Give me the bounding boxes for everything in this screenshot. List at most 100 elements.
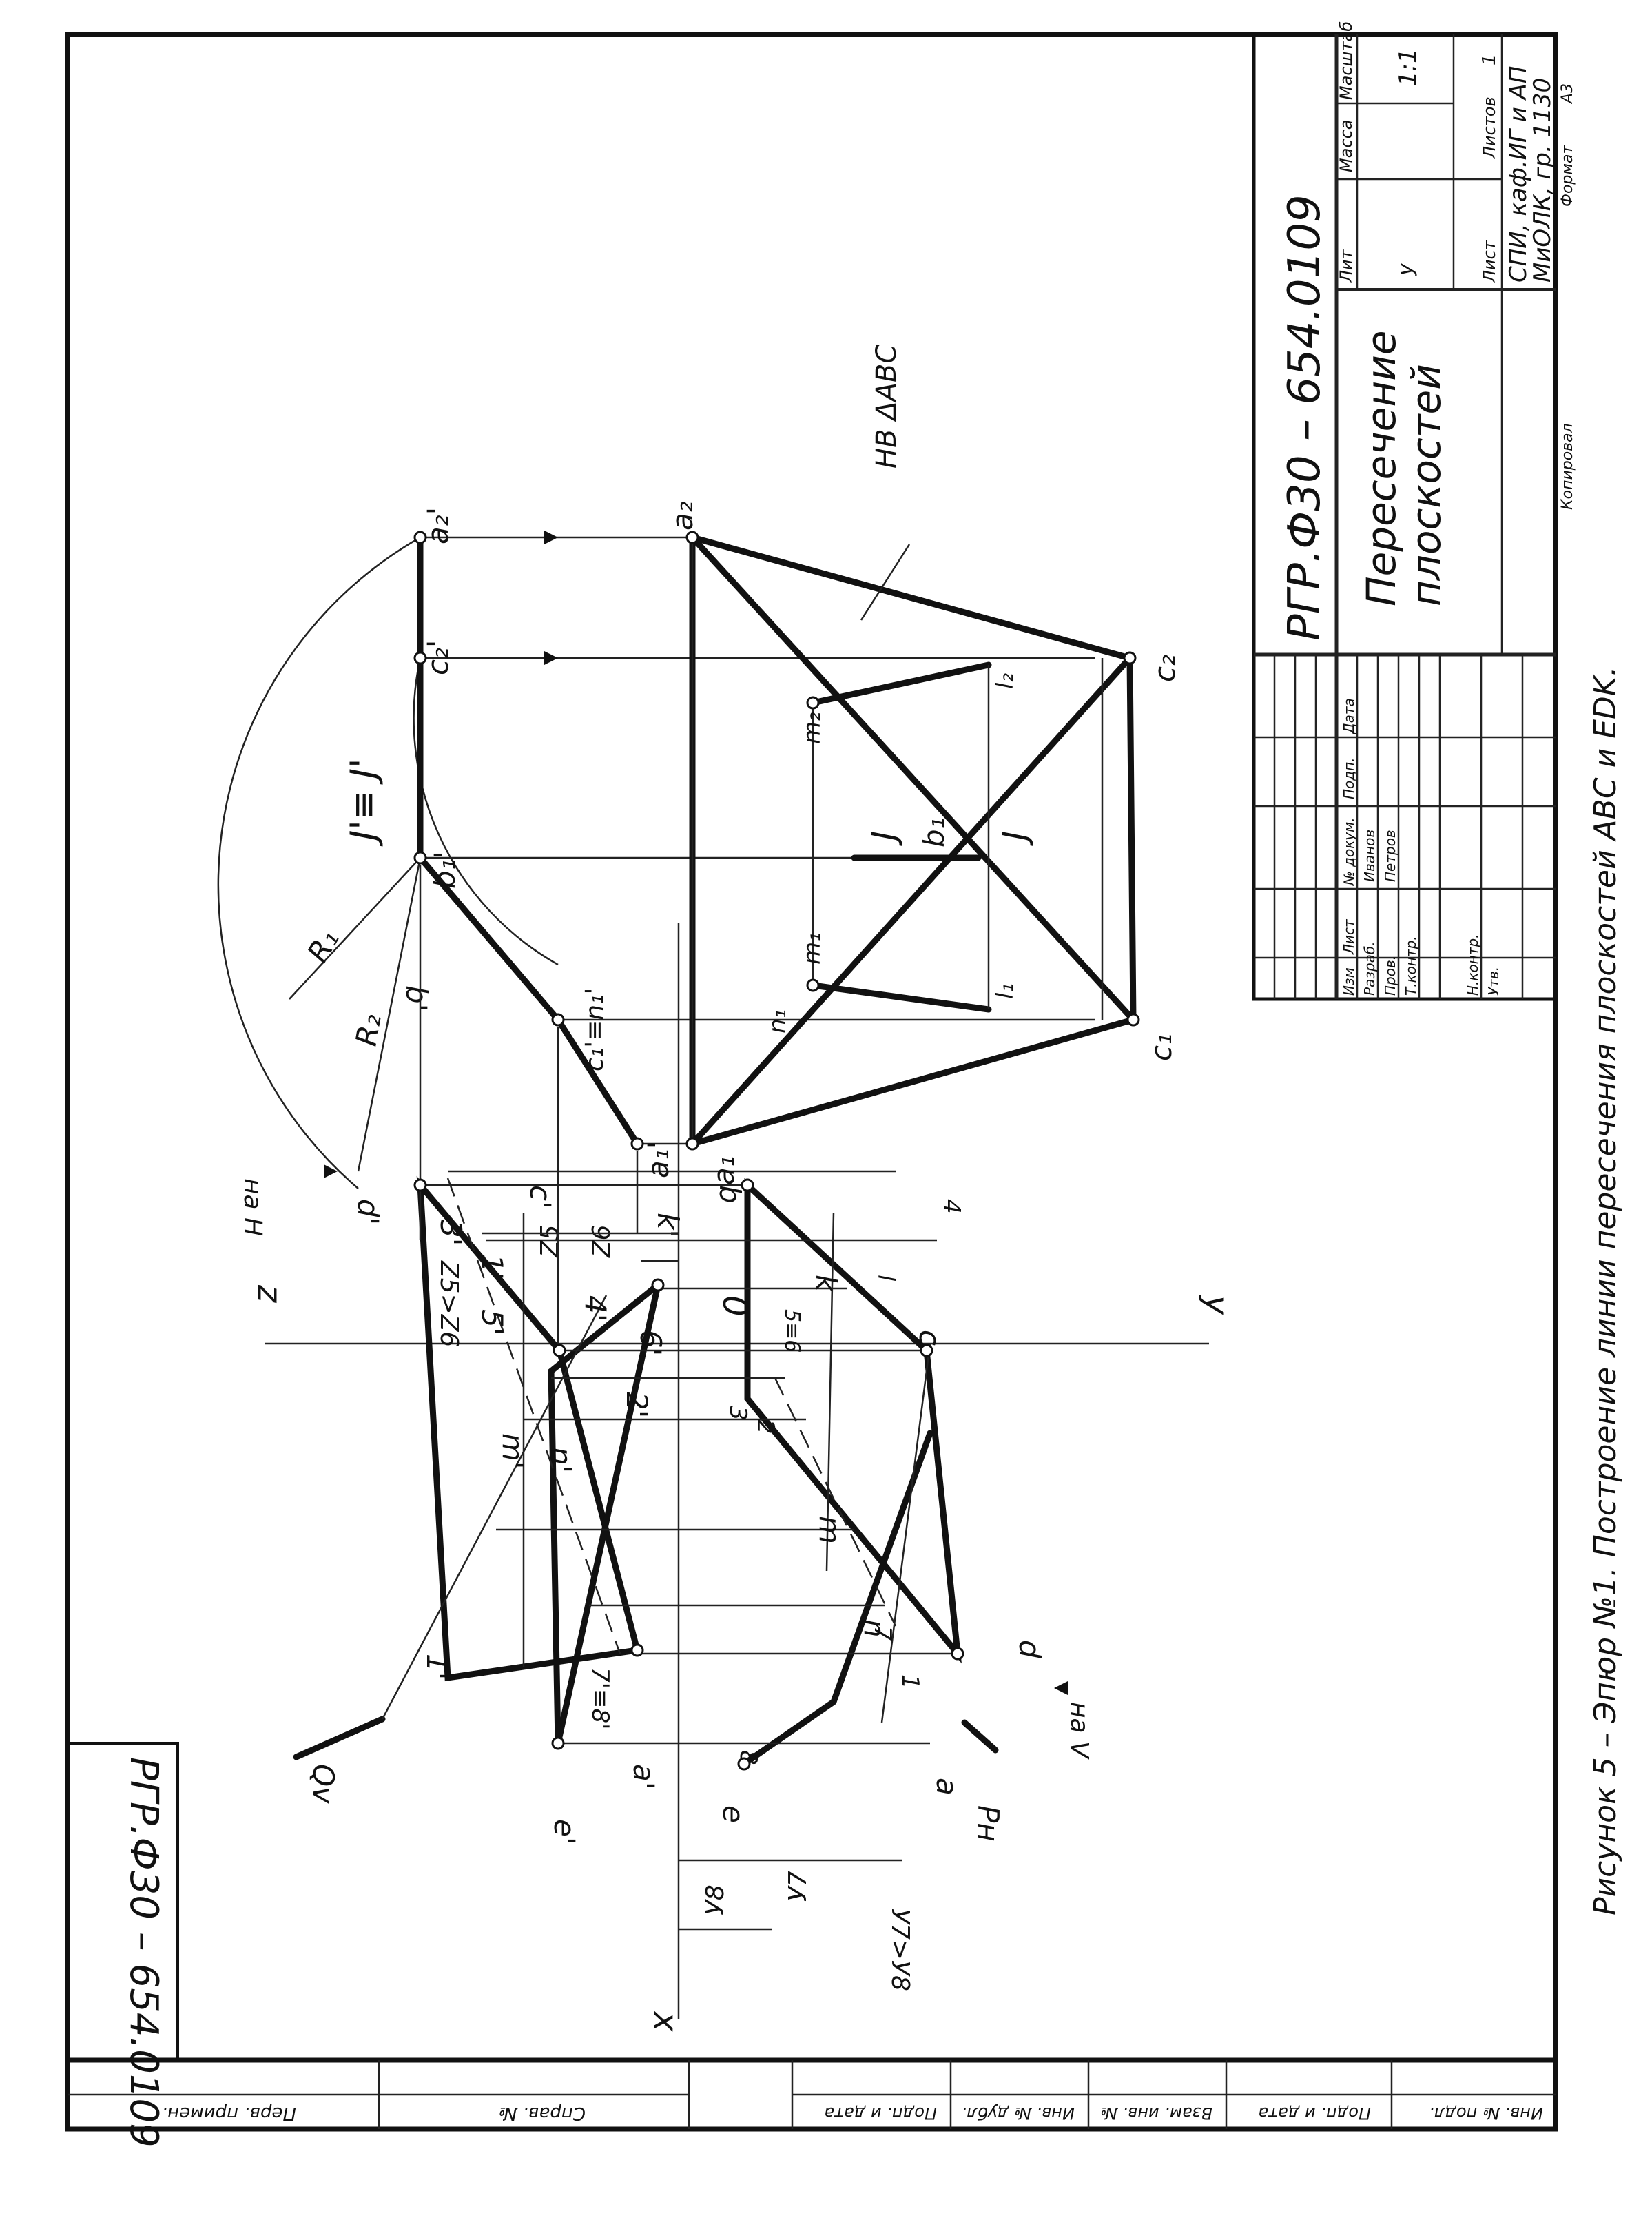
pt-bp — [413, 1178, 427, 1192]
frontal-projection — [293, 1175, 661, 1760]
tb-n-prov: Петров — [1382, 830, 1398, 882]
lbl-e1p: e' — [548, 1819, 581, 1844]
pt-ep — [551, 1736, 565, 1750]
lbl-J1: J — [865, 831, 904, 846]
tb-code: РГР.Ф30 – 654.0109 — [1279, 194, 1330, 641]
tb-r-razrab: Разраб. — [1361, 941, 1378, 996]
lbl-p2: 2' — [620, 1392, 654, 1418]
lbl-n1: n₁ — [764, 1009, 792, 1034]
pt-a2top — [413, 531, 427, 544]
lbl-l1: l₁ — [991, 983, 1019, 999]
pt-c — [920, 1344, 933, 1357]
lbl-p3: 3' — [434, 1220, 468, 1246]
pt-A1 — [685, 1137, 699, 1151]
lbl-m1: m₁ — [798, 932, 826, 965]
dim-y8: У8 — [701, 1884, 730, 1915]
dim-z5gtz6: Z5>Z6 — [435, 1260, 463, 1347]
pt-c1p — [551, 1013, 565, 1027]
arrow — [544, 651, 558, 665]
lbl-d1p: d' — [351, 1199, 385, 1225]
lbl-d: d — [1013, 1640, 1046, 1658]
rotation-labels: a₂' c₂' b₁' c₁'≡n₁' a₁' J'≡ J' R₁ R₂ a₁ … — [300, 345, 1181, 1185]
tb-mass-hdr: Масса — [1336, 119, 1356, 172]
tb-h-date: Дата — [1341, 698, 1357, 734]
dim-z5: Z5 — [536, 1224, 564, 1258]
lbl-m: m — [813, 1516, 847, 1544]
lbl-q56: 5≡6 — [780, 1309, 804, 1353]
corner-code-box: РГР.Ф30 – 654.0109 — [66, 1742, 179, 2148]
pt-d — [951, 1647, 964, 1661]
strip-vzam: Взам. инв. № — [1100, 2104, 1212, 2123]
lbl-c: c — [913, 1330, 947, 1346]
lbl-q1: 1 — [896, 1674, 924, 1689]
lbl-a1: a₁' — [641, 1141, 675, 1178]
tb-h-izm: Изм — [1341, 967, 1357, 996]
tb-h-doc: № докум. — [1341, 817, 1357, 886]
pt-m1 — [806, 978, 820, 992]
strip-podp1: Подп. и дата — [825, 2104, 938, 2123]
lbl-p4: 4' — [579, 1295, 612, 1322]
pt-e — [737, 1757, 751, 1771]
lbl-p5: 5' — [475, 1309, 509, 1335]
lbl-a: a — [930, 1778, 964, 1796]
lbl-c1p: c' — [524, 1185, 557, 1209]
pt-A2 — [685, 531, 699, 544]
tb-scale-val: 1:1 — [1394, 48, 1422, 86]
lbl-q3: 3 — [724, 1406, 752, 1421]
lbl-Qv: Qv — [307, 1764, 340, 1805]
title-block — [1252, 32, 1558, 1001]
lbl-a1p: a' — [627, 1764, 661, 1789]
tb-format: Формат — [1559, 145, 1576, 207]
tb-copied: Копировал — [1559, 423, 1576, 510]
projection-axes: z y 0 x — [250, 923, 1236, 2032]
lbl-p6: 6' — [634, 1330, 668, 1356]
strip-podp2: Подп. и дата — [1259, 2104, 1372, 2123]
tb-sheets-val: 1 — [1479, 54, 1500, 65]
tb-org-1: СПИ, каф.ИГ и АП — [1505, 65, 1532, 282]
lbl-A2: a₂ — [665, 501, 699, 531]
lbl-C1: c₁ — [1144, 1034, 1178, 1061]
tb-lit-val: у — [1394, 263, 1418, 276]
lbl-b1p: b' — [400, 985, 433, 1011]
dimension-annotations: на H на V Z5>Z6 Z5 Z6 У8 У7 У7>У8 — [238, 1178, 1093, 1991]
tb-r-prov: Пров. — [1382, 956, 1398, 996]
tb-title-2: плоскостей — [1403, 364, 1449, 606]
pt-cp — [553, 1344, 566, 1357]
tb-h-sign: Подп. — [1341, 757, 1357, 799]
lbl-n: n — [858, 1619, 891, 1638]
lbl-k: k — [809, 1275, 843, 1293]
axis-x: x — [646, 2011, 685, 2032]
lbl-R2: R₂ — [349, 1011, 388, 1049]
pt-C1 — [1126, 1013, 1140, 1027]
direction-arrows — [324, 531, 1068, 1695]
lbl-p78: 7'≡8' — [586, 1667, 614, 1729]
outer-frame — [65, 32, 1558, 2132]
strip-sprav: Справ. № — [499, 2103, 586, 2124]
pt-ap — [630, 1643, 644, 1657]
tb-scale-hdr: Масштаб — [1336, 21, 1356, 100]
tb-r-tkontr: Т.контр. — [1403, 936, 1419, 996]
lbl-q7: 7 — [869, 1626, 896, 1641]
corner-code: РГР.Ф30 – 654.0109 — [121, 1757, 166, 2148]
lbl-JJ: J'≡ J' — [343, 759, 384, 847]
lbl-R1: R₁ — [300, 924, 345, 968]
true-size-triangle — [689, 533, 1137, 1148]
tb-sheet-lbl: Лист — [1480, 240, 1499, 283]
projection-links — [417, 1170, 954, 1745]
axis-y: y — [1197, 1294, 1236, 1315]
lbl-ql: l — [872, 1275, 900, 1282]
arrow — [544, 531, 558, 544]
projection-labels: d' b' c' k' e' a' m' n' 1' 3' 5' 6' 4' 2… — [307, 985, 1046, 1844]
lbl-p1b: 1' — [420, 1654, 454, 1680]
title-block-text: РГР.Ф30 – 654.0109 Пересечение плоскосте… — [1279, 21, 1576, 996]
lbl-C2: c₂ — [1148, 655, 1181, 682]
tb-r-utv: Утв. — [1485, 967, 1502, 996]
pt-b — [741, 1178, 754, 1192]
pt-m2 — [806, 696, 820, 710]
lbl-q2: 2 — [752, 1419, 779, 1435]
tb-sheets-lbl: Листов — [1480, 96, 1499, 159]
dim-naV: на V — [1065, 1702, 1093, 1760]
tb-h-list: Лист — [1341, 918, 1357, 955]
lbl-b: b — [713, 1185, 747, 1204]
lbl-A1: a₁ — [707, 1155, 741, 1185]
